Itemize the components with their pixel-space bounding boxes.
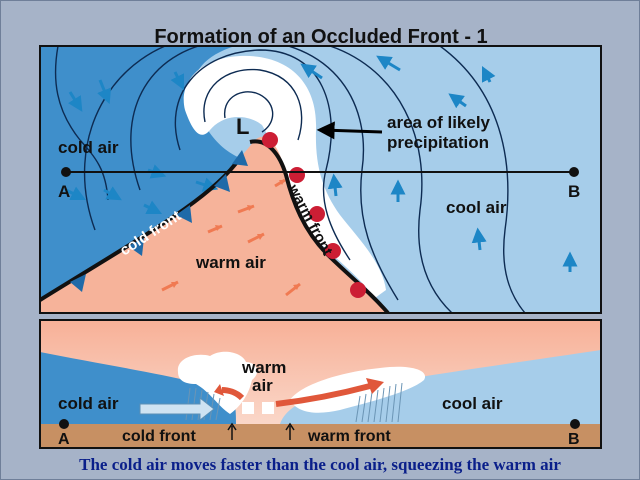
warm-air-region [40,136,388,313]
xs-cold-front-label: cold front [122,428,196,445]
precipitation-pointer-arrow [316,121,383,140]
isobars [54,46,526,313]
xs-warm-air-label-line2: air [252,376,273,395]
cross-section-border [39,319,602,449]
map-point-a-label: A [58,182,70,201]
xs-cold-air-arrow [139,396,215,422]
cold-front-triangles [70,150,248,292]
precip-label-line1: area of likely [387,113,491,132]
xs-warm-air-label-line1: warm [241,358,286,377]
xs-ground [40,424,601,448]
xs-point-a-label: A [58,431,70,448]
xs-point-a-dot [59,419,69,429]
xs-warm-air-arrowhead-right [366,378,384,394]
point-b-dot [569,167,579,177]
slide-caption: The cold air moves faster than the cool … [79,455,561,474]
xs-warm-front-label: warm front [307,428,391,445]
low-pressure-label: L [236,114,249,139]
xs-cold-front-marker-head [227,422,237,431]
map-cold-air-label: cold air [58,138,119,157]
xs-point-b-dot [570,419,580,429]
xs-point-b-label: B [568,431,580,448]
xs-warm-front-marker-head [285,422,295,431]
map-point-b-label: B [568,182,580,201]
xs-cool-air-region [280,350,601,424]
precip-label-line2: precipitation [387,133,489,152]
map-cool-air-label: cool air [446,198,507,217]
xs-bubble-1 [242,402,254,414]
point-a-dot [61,167,71,177]
xs-warm-air-arrow-left [221,387,245,401]
map-border [39,45,602,314]
map-warm-air-label: warm air [195,253,266,272]
diagram-title: Formation of an Occluded Front - 1 [154,26,488,48]
xs-warm-air-arrowhead-left [214,384,224,396]
xs-cool-air-label: cool air [442,394,503,413]
xs-cold-front-cloud [177,351,258,414]
xs-cold-air-label: cold air [58,394,119,413]
xs-warm-air-arrow-right [275,383,371,407]
warm-air-arrowheads [171,180,300,290]
xs-bubble-2 [262,402,274,414]
